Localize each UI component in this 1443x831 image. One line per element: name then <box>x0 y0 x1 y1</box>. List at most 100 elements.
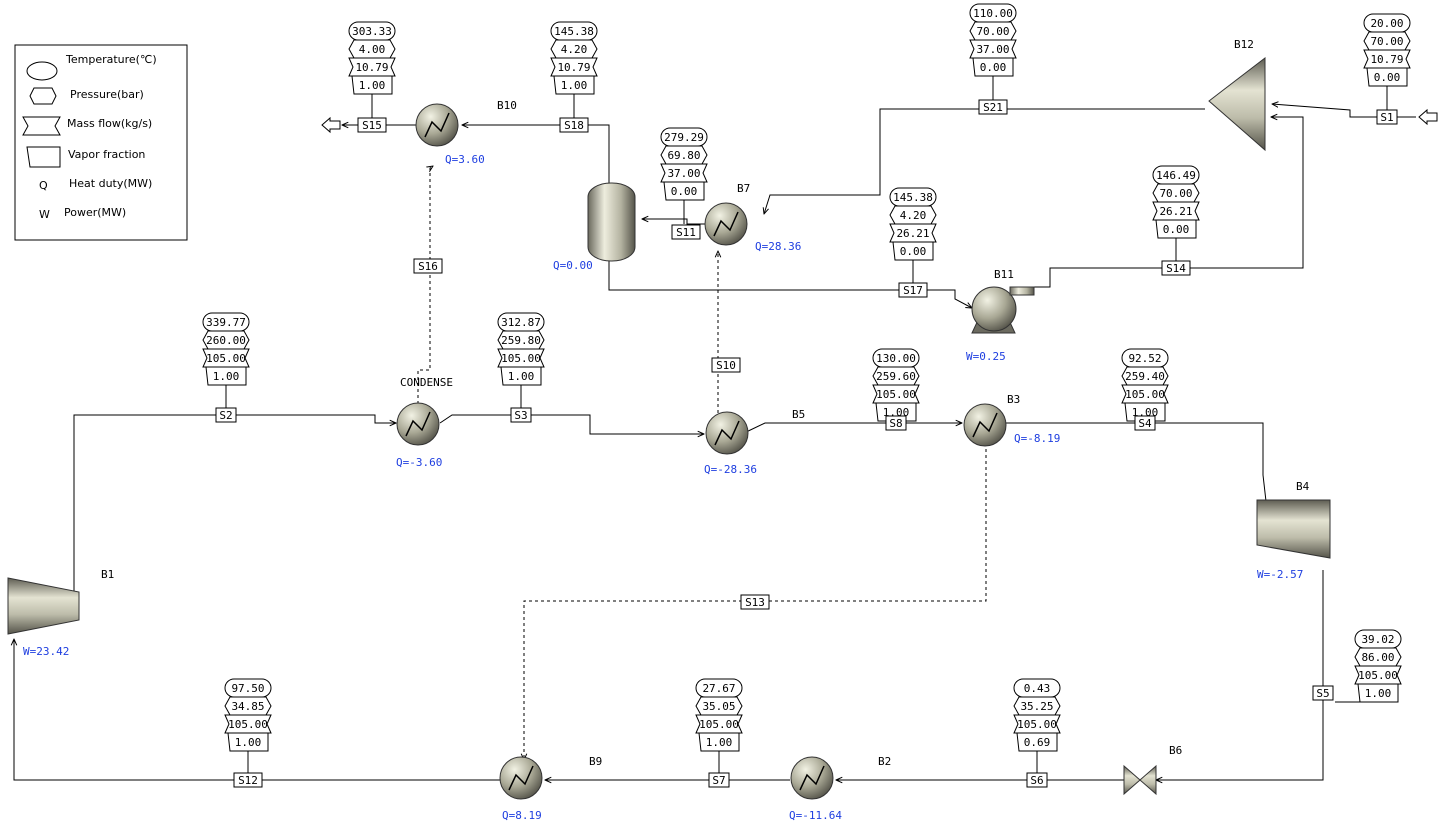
stream-tag-s8[interactable]: S8 <box>885 415 907 431</box>
heat-exchanger-b7-icon[interactable] <box>704 202 748 246</box>
stream-tag-label: S2 <box>219 409 232 422</box>
stream-tag-s6[interactable]: S6 <box>1026 772 1048 788</box>
vapor-fraction-box <box>972 57 1014 77</box>
power-symbol: W <box>39 208 50 221</box>
duty-b5-q: Q=-28.36 <box>704 463 757 476</box>
flash-drum-icon[interactable] <box>587 182 636 262</box>
vapor-fraction-value: 0.00 <box>980 61 1007 74</box>
turbine-b12-icon[interactable] <box>1208 56 1266 152</box>
mass-flow-box <box>1013 714 1061 734</box>
stream-tag-s11[interactable]: S11 <box>671 224 701 240</box>
heat-exchanger-b2-icon[interactable] <box>790 756 834 800</box>
stream-tag-label: S7 <box>712 774 725 787</box>
stream-tag-s12[interactable]: S12 <box>233 772 263 788</box>
stream-tag-label: S13 <box>745 596 765 609</box>
stream-tag-s3[interactable]: S3 <box>510 407 532 423</box>
vapor-fraction-box <box>1366 67 1408 87</box>
mass-flow-box <box>224 714 272 734</box>
stream-tag-s14[interactable]: S14 <box>1161 260 1191 276</box>
stream-tag-s1[interactable]: S1 <box>1376 109 1398 125</box>
pump-b11-icon[interactable] <box>971 286 1017 332</box>
mass-flow-box <box>1121 384 1169 404</box>
stream-tag-s10[interactable]: S10 <box>711 357 741 373</box>
vapor-fraction-box <box>698 732 740 752</box>
mass-flow-box <box>550 57 598 77</box>
mass-flow-value: 105.00 <box>501 352 541 365</box>
stream-tag-s15[interactable]: S15 <box>357 117 387 133</box>
heat-exchanger-b5-icon[interactable] <box>705 411 749 455</box>
block-label-b11: B11 <box>994 268 1014 281</box>
stream-tag-s7[interactable]: S7 <box>708 772 730 788</box>
temperature-value: 312.87 <box>501 316 541 329</box>
pressure-value: 260.00 <box>206 334 246 347</box>
heat-exchanger-b10-icon[interactable] <box>415 103 459 147</box>
block-label-b7: B7 <box>737 182 750 195</box>
stream-tag-label: S18 <box>564 119 584 132</box>
valve-b6-right-icon[interactable] <box>1139 764 1157 796</box>
stream-tag-label: S14 <box>1166 262 1186 275</box>
legend: Temperature(℃) Pressure(bar) Mass flow(k… <box>14 44 188 241</box>
stream-tag-label: S12 <box>238 774 258 787</box>
mass-flow-box <box>1152 201 1200 221</box>
pressure-value: 4.20 <box>900 209 927 222</box>
stream-tag-s5[interactable]: S5 <box>1312 685 1334 701</box>
stream-tag-s4[interactable]: S4 <box>1134 415 1156 431</box>
vapor-fraction-value: 1.00 <box>508 370 535 383</box>
turbine-b4-icon[interactable] <box>1256 499 1331 559</box>
mass-flow-value: 105.00 <box>699 718 739 731</box>
vapor-fraction-box <box>553 75 595 95</box>
mass-flow-value: 10.79 <box>355 61 388 74</box>
mass-flow-box <box>1354 665 1402 685</box>
duty-b1-power: W=23.42 <box>23 645 69 658</box>
mass-flow-box <box>497 348 545 368</box>
block-label-b4: B4 <box>1296 480 1310 493</box>
temperature-value: 303.33 <box>352 25 392 38</box>
pressure-value: 259.40 <box>1125 370 1165 383</box>
block-label-b5: B5 <box>792 408 805 421</box>
heat-exchanger-b3-icon[interactable] <box>963 403 1007 447</box>
temperature-value: 146.49 <box>1156 169 1196 182</box>
stream-tag-s13[interactable]: S13 <box>740 594 770 610</box>
legend-mass-flow: Mass flow(kg/s) <box>67 117 152 130</box>
pressure-value: 259.80 <box>501 334 541 347</box>
mass-flow-value: 10.79 <box>557 61 590 74</box>
duty-b11-power: W=0.25 <box>966 350 1006 363</box>
heat-exchanger-b9-icon[interactable] <box>499 756 543 800</box>
heat-exchanger-condense-icon[interactable] <box>396 402 440 446</box>
line-s5 <box>1156 570 1324 780</box>
duty-flash-q: Q=0.00 <box>553 259 593 272</box>
block-label-b2: B2 <box>878 755 891 768</box>
valve-b6-left-icon[interactable] <box>1123 764 1141 796</box>
vapor-fraction-value: 0.00 <box>900 245 927 258</box>
temperature-value: 145.38 <box>554 25 594 38</box>
vapor-fraction-value: 0.69 <box>1024 736 1051 749</box>
vapor-fraction-value: 1.00 <box>235 736 262 749</box>
duty-labels: W=23.42 W=-2.57 W=0.25 Q=-3.60 Q=3.60 Q=… <box>23 153 1303 822</box>
stream-tag-label: S5 <box>1316 687 1329 700</box>
line-s2 <box>73 414 396 593</box>
stream-tag-s21[interactable]: S21 <box>978 99 1008 115</box>
duty-b10-q: Q=3.60 <box>445 153 485 166</box>
heat-stream-s13 <box>524 443 987 760</box>
temperature-value: 145.38 <box>893 191 933 204</box>
stream-tag-s2[interactable]: S2 <box>215 407 237 423</box>
stream-tag-s18[interactable]: S18 <box>559 117 589 133</box>
stream-tag-s17[interactable]: S17 <box>898 282 928 298</box>
stream-tag-label: S6 <box>1030 774 1043 787</box>
temperature-shape-icon <box>26 61 58 81</box>
pressure-value: 35.25 <box>1020 700 1053 713</box>
vapor-fraction-value: 0.00 <box>1374 71 1401 84</box>
block-label-b3: B3 <box>1007 393 1020 406</box>
stream-tag-s16[interactable]: S16 <box>413 258 443 274</box>
line-s18 <box>462 125 610 183</box>
mass-flow-value: 37.00 <box>976 43 1009 56</box>
compressor-b1-icon[interactable] <box>7 577 80 635</box>
